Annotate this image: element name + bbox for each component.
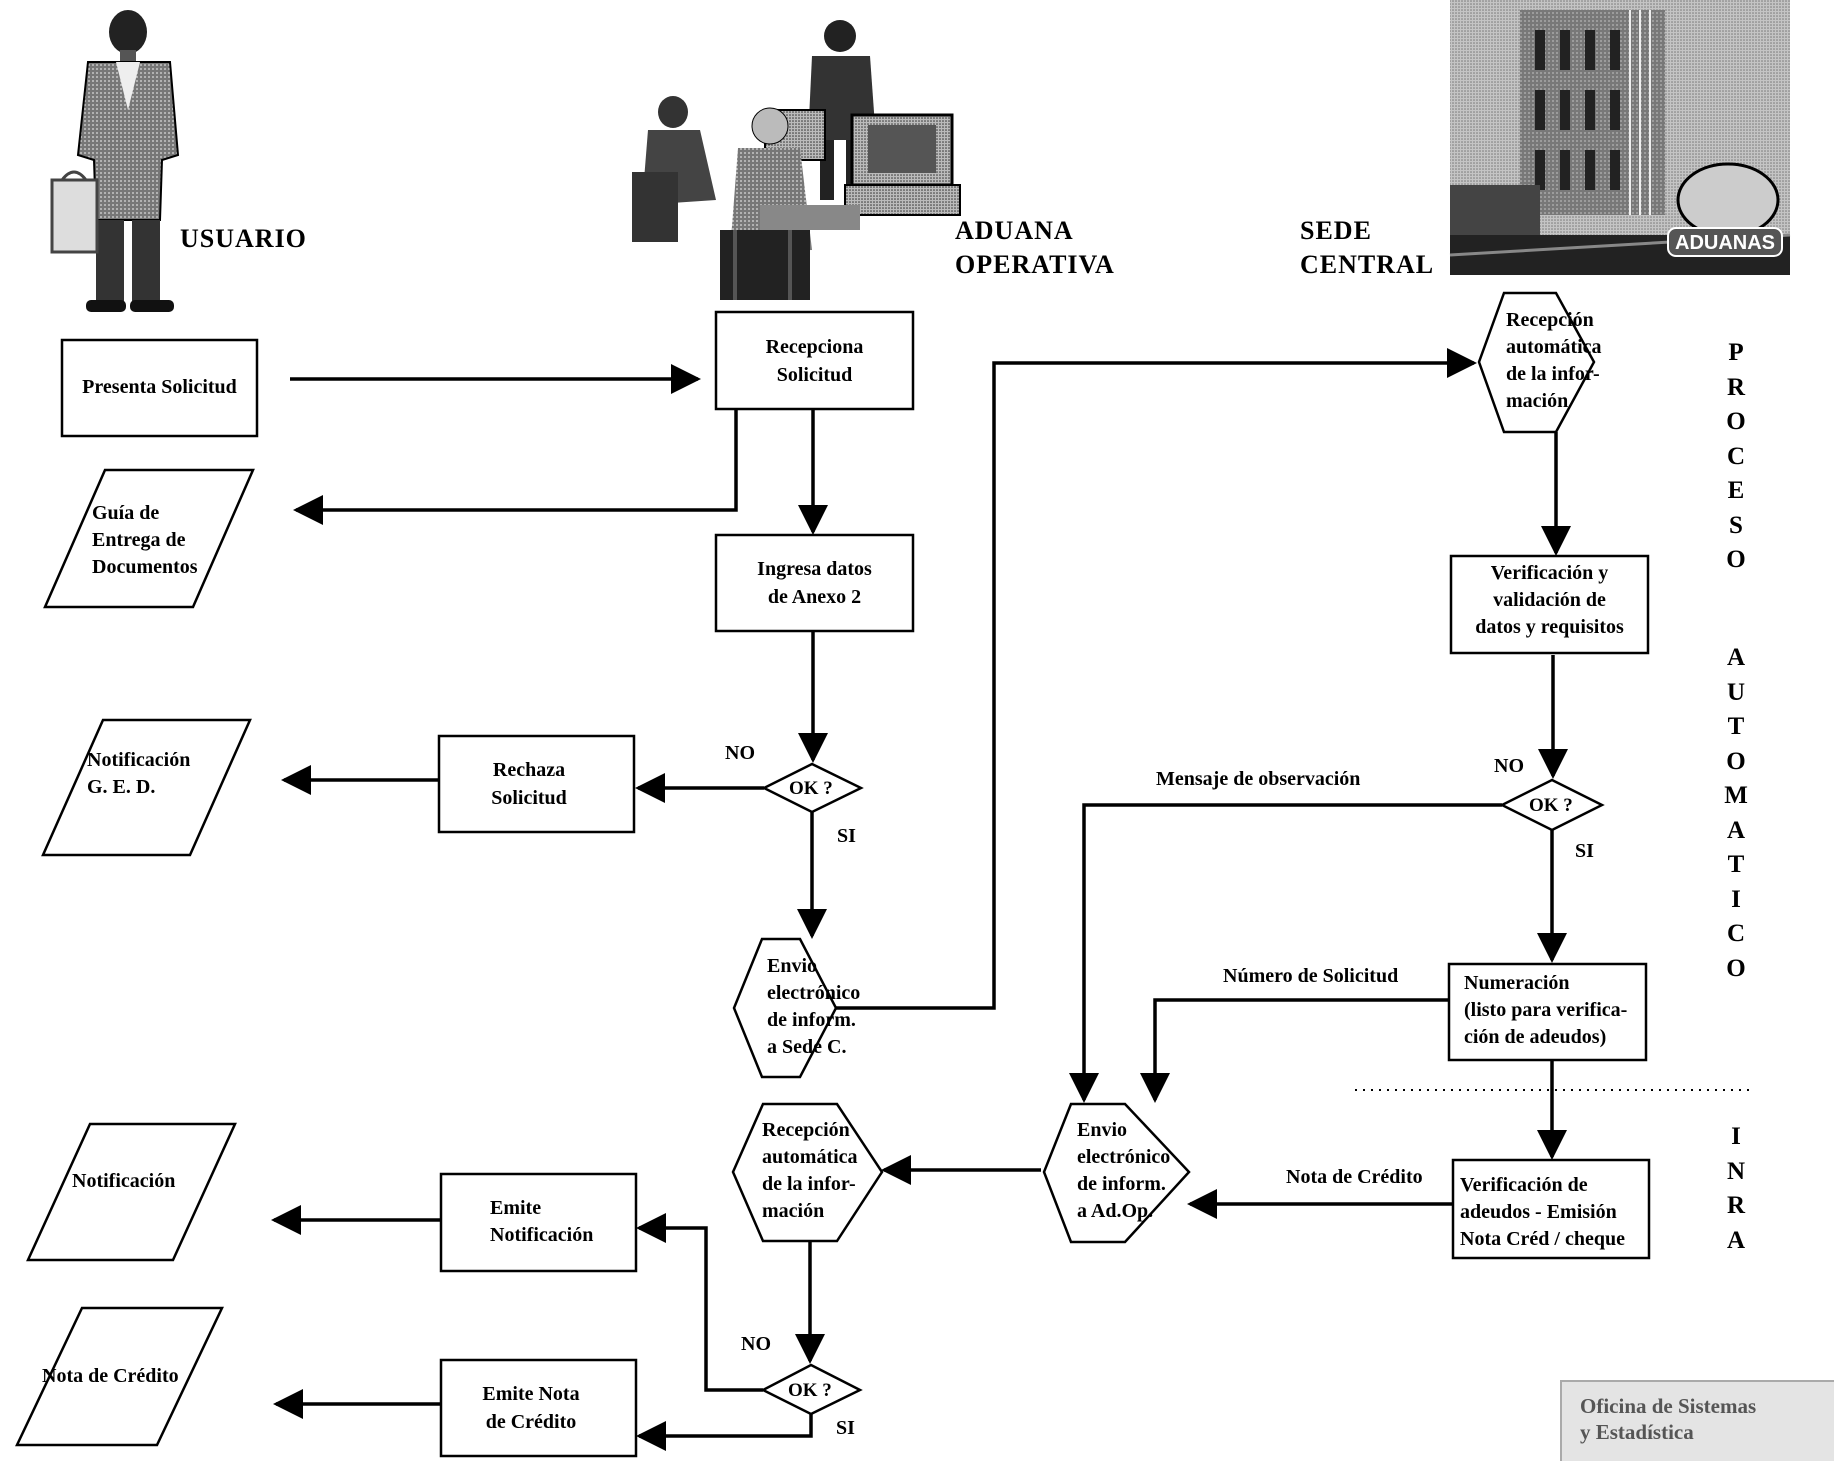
envio-adop-label-2: electrónico	[1077, 1146, 1171, 1168]
recepcion-aduana-hexagon	[731, 1102, 884, 1243]
verif-adeudos-label-1: Verificación de	[1460, 1174, 1588, 1196]
envio-adop-label-4: a Ad.Op.	[1077, 1200, 1154, 1222]
arrow-ok3-emite-nota	[636, 1414, 813, 1451]
recep-aduana-label-2: automática	[762, 1146, 858, 1168]
arrow-ok2-mensaje	[1069, 803, 1502, 1103]
recep-aduana-label-3: de la infor-	[762, 1173, 856, 1195]
ok3-label: OK ?	[788, 1380, 832, 1401]
emite-nota-credito-box	[439, 1358, 638, 1458]
notificacion-label: Notificación	[72, 1170, 176, 1192]
user-illustration	[50, 10, 180, 312]
nota-credito-doc-label: Nota de Crédito	[42, 1365, 179, 1387]
envio-adop-label-3: de inform.	[1077, 1173, 1166, 1195]
numeracion-label-3: ción de adeudos)	[1464, 1026, 1607, 1048]
notif-ged-label-2: G. E. D.	[87, 776, 156, 798]
recep-central-label-3: de la infor-	[1506, 363, 1600, 385]
arrow-envio-recepcion-central	[836, 348, 1477, 1010]
envio-sede-label-2: electrónico	[767, 982, 861, 1004]
recep-central-label-1: Recepción	[1506, 309, 1594, 331]
recep-central-label-2: automática	[1506, 336, 1602, 358]
arrow-recepciona-guia	[293, 410, 738, 525]
numeracion-label-1: Numeración	[1464, 972, 1570, 994]
ok3-no: NO	[741, 1333, 771, 1355]
verif-adeudos-label-3: Nota Créd / cheque	[1460, 1228, 1625, 1250]
envio-sede-label-1: Envio	[767, 955, 818, 977]
office-badge-line2: y Estadística	[1580, 1420, 1694, 1444]
guia-label-1: Guía de	[92, 502, 160, 524]
recepciona-label-2: Solicitud	[776, 364, 853, 386]
emite-nota-label-1: Emite Nota	[482, 1383, 580, 1405]
ok1-no: NO	[725, 742, 755, 764]
presenta-solicitud-label: Presenta Solicitud	[82, 376, 237, 398]
arrow-numeracion-envio	[1140, 998, 1449, 1103]
numeracion-box	[1447, 962, 1648, 1062]
presenta-solicitud-box	[60, 338, 259, 438]
recep-aduana-label-4: mación	[762, 1200, 825, 1222]
numeracion-label-2: (listo para verifica-	[1464, 999, 1628, 1021]
ok2-label: OK ?	[1529, 795, 1573, 816]
actor-aduana-line2: OPERATIVA	[955, 250, 1115, 279]
notif-ged-label-1: Notificación	[87, 749, 191, 771]
ingresa-datos-box	[714, 533, 915, 633]
verif-label-1: Verificación y	[1490, 562, 1609, 584]
emite-notif-label-1: Emite	[490, 1197, 542, 1219]
verif-adeudos-label-2: adeudos - Emisión	[1460, 1201, 1617, 1223]
emite-notif-label-2: Notificación	[490, 1224, 594, 1246]
ok1-label: OK ?	[789, 778, 833, 799]
verif-label-2: validación de	[1493, 589, 1606, 611]
ok2-no: NO	[1494, 755, 1524, 777]
envio-sede-label-4: a Sede C.	[767, 1036, 847, 1058]
nota-credito-document	[15, 1306, 224, 1447]
emite-notificacion-box	[439, 1172, 638, 1273]
ok1-si: SI	[837, 825, 856, 847]
arrow-ok3-emite-notif	[636, 1213, 763, 1392]
rechaza-label-2: Solicitud	[491, 787, 567, 809]
rechaza-label-1: Rechaza	[492, 759, 566, 781]
envio-sede-label-3: de inform.	[767, 1009, 856, 1031]
recepciona-solicitud-box	[714, 310, 915, 411]
building-illustration: ADUANAS	[1449, 0, 1791, 275]
verificacion-adeudos-box	[1451, 1158, 1651, 1260]
building-sign-text: ADUANAS	[1675, 232, 1775, 254]
office-badge: Oficina de Sistemas y Estadística	[1560, 1380, 1834, 1461]
actor-usuario: USUARIO	[180, 224, 307, 253]
recep-aduana-label-1: Recepción	[762, 1119, 850, 1141]
ingresa-label-2: de Anexo 2	[767, 586, 862, 608]
actor-aduana-line1: ADUANA	[955, 216, 1074, 245]
guia-label-3: Documentos	[92, 556, 198, 578]
ingresa-label-1: Ingresa datos	[757, 558, 872, 580]
guia-entrega-document	[43, 468, 255, 609]
notificacion-document	[26, 1122, 237, 1262]
guia-label-2: Entrega de	[92, 529, 186, 551]
emite-nota-label-2: de Crédito	[485, 1411, 577, 1433]
rechaza-solicitud-box	[437, 734, 636, 834]
envio-adop-hexagon	[1042, 1102, 1191, 1244]
operators-illustration	[632, 20, 961, 300]
numero-solicitud-label: Número de Solicitud	[1223, 965, 1399, 987]
verif-label-3: datos y requisitos	[1475, 616, 1624, 638]
ok3-si: SI	[836, 1417, 855, 1439]
recep-central-label-4: mación	[1506, 390, 1569, 412]
envio-adop-label-1: Envio	[1077, 1119, 1128, 1141]
actor-sede-line2: CENTRAL	[1300, 250, 1435, 279]
recepciona-label-1: Recepciona	[765, 336, 864, 358]
notificacion-ged-document	[41, 718, 252, 857]
office-badge-line1: Oficina de Sistemas	[1580, 1394, 1757, 1418]
envio-sede-hexagon	[732, 937, 838, 1079]
actor-sede-line1: SEDE	[1300, 216, 1372, 245]
mensaje-observacion-label: Mensaje de observación	[1156, 768, 1361, 790]
verificacion-validacion-box	[1449, 554, 1650, 655]
nota-credito-flow-label: Nota de Crédito	[1286, 1166, 1423, 1188]
ok2-si: SI	[1575, 840, 1594, 862]
